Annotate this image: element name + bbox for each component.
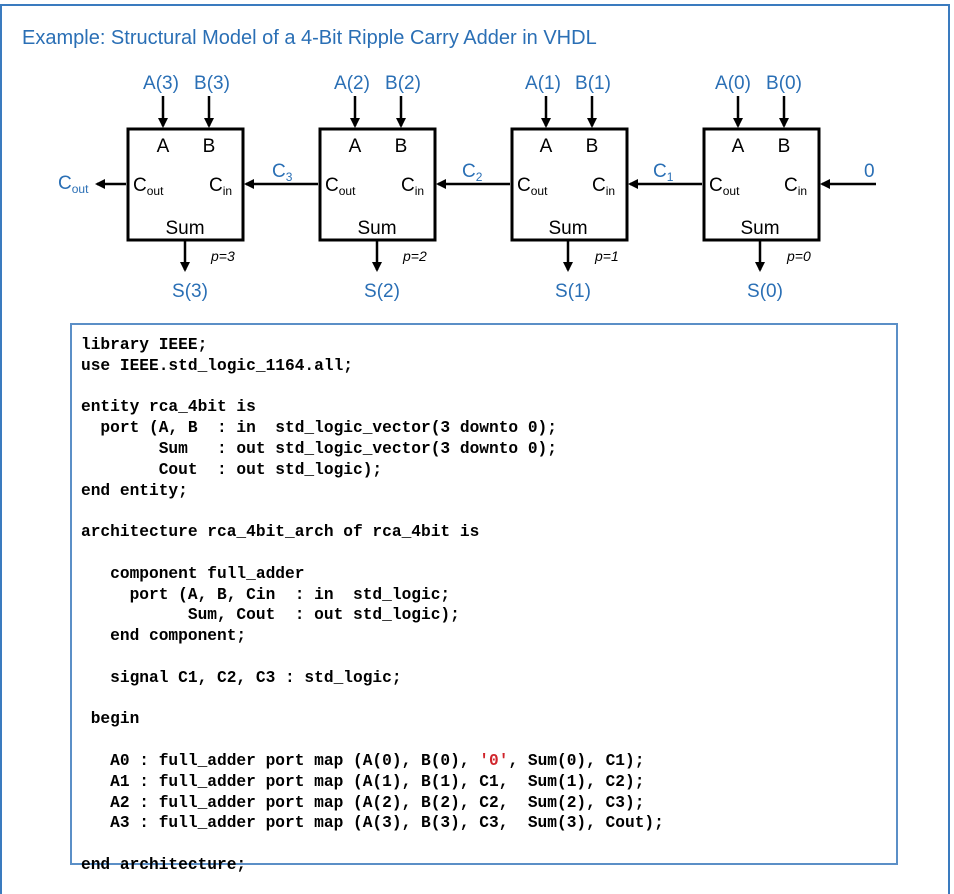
carry-label-cin0: 0 <box>864 161 875 182</box>
full-adder-1 <box>510 127 629 242</box>
port-b-1: B <box>586 136 599 157</box>
full-adder-2 <box>318 127 437 242</box>
carry-label-cout: Cout <box>58 173 89 196</box>
input-label-b2: B(2) <box>385 73 421 94</box>
p-label-2: p=2 <box>402 248 427 264</box>
figure-frame <box>0 4 950 894</box>
code-line <box>81 543 664 564</box>
code-line: end entity; <box>81 481 188 500</box>
port-a-0: A <box>732 136 745 157</box>
code-line <box>81 834 664 855</box>
code-line: end component; <box>81 627 247 646</box>
code-line <box>81 730 664 751</box>
code-line: signal C1, C2, C3 : std_logic; <box>81 668 402 687</box>
output-label-s3: S(3) <box>172 281 208 302</box>
output-label-s2: S(2) <box>364 281 400 302</box>
port-b-3: B <box>203 136 216 157</box>
port-sum-0: Sum <box>740 218 779 239</box>
port-b-0: B <box>778 136 791 157</box>
p-label-0: p=0 <box>786 248 811 264</box>
code-line: begin <box>81 710 140 729</box>
port-cin-3: Cin <box>209 175 232 198</box>
code-line: A3 : full_adder port map (A(3), B(3), C3… <box>81 814 664 833</box>
input-label-b3: B(3) <box>194 73 230 94</box>
full-adder-0 <box>702 127 821 242</box>
p-label-3: p=3 <box>210 248 235 264</box>
input-label-a1: A(1) <box>525 73 561 94</box>
sum-output-arrows <box>180 241 765 272</box>
code-line <box>81 647 664 668</box>
code-line <box>81 501 664 522</box>
port-cin-2: Cin <box>401 175 424 198</box>
p-label-1: p=1 <box>594 248 619 264</box>
input-label-a0: A(0) <box>715 73 751 94</box>
figure-title: Example: Structural Model of a 4-Bit Rip… <box>22 27 597 49</box>
code-line: end architecture; <box>81 855 247 874</box>
port-b-2: B <box>395 136 408 157</box>
output-label-s1: S(1) <box>555 281 591 302</box>
input-arrows <box>158 96 789 128</box>
code-line: A1 : full_adder port map (A(1), B(1), C1… <box>81 772 645 791</box>
code-line: Sum, Cout : out std_logic); <box>81 606 460 625</box>
port-cout-2: Cout <box>325 175 356 198</box>
port-sum-3: Sum <box>165 218 204 239</box>
port-cin-1: Cin <box>592 175 615 198</box>
code-line: architecture rca_4bit_arch of rca_4bit i… <box>81 523 480 542</box>
code-literal-zero: '0' <box>479 751 509 770</box>
port-a-2: A <box>349 136 362 157</box>
port-a-3: A <box>157 136 170 157</box>
port-cin-0: Cin <box>784 175 807 198</box>
code-line: Sum : out std_logic_vector(3 downto 0); <box>81 439 557 458</box>
port-cout-0: Cout <box>709 175 740 198</box>
code-line: library IEEE; <box>81 336 208 354</box>
code-line: use IEEE.std_logic_1164.all; <box>81 356 353 375</box>
input-label-a2: A(2) <box>334 73 370 94</box>
carry-label-c2: C2 <box>462 161 483 184</box>
ripple-carry-adder-diagram: A(3) B(3) A(2) B(2) A(1) B(1) A(0) B(0) … <box>58 73 876 302</box>
vhdl-code-box: library IEEE; use IEEE.std_logic_1164.all… <box>70 323 898 874</box>
code-line: entity rca_4bit is <box>81 398 256 417</box>
input-label-a3: A(3) <box>143 73 179 94</box>
carry-label-c1: C1 <box>653 161 674 184</box>
port-sum-1: Sum <box>548 218 587 239</box>
code-line: A2 : full_adder port map (A(2), B(2), C2… <box>81 793 645 812</box>
input-label-b1: B(1) <box>575 73 611 94</box>
port-cout-1: Cout <box>517 175 548 198</box>
code-line <box>81 689 664 710</box>
input-label-b0: B(0) <box>766 73 802 94</box>
carry-label-c3: C3 <box>272 161 293 184</box>
code-line: component full_adder <box>81 564 305 583</box>
port-cout-3: Cout <box>133 175 164 198</box>
code-line: port (A, B : in std_logic_vector(3 downt… <box>81 419 557 438</box>
code-line: port (A, B, Cin : in std_logic; <box>81 585 451 604</box>
vhdl-code: library IEEE; use IEEE.std_logic_1164.all… <box>81 335 664 876</box>
code-line: Cout : out std_logic); <box>81 460 383 479</box>
output-label-s0: S(0) <box>747 281 783 302</box>
port-a-1: A <box>540 136 553 157</box>
code-line: A0 : full_adder port map (A(0), B(0), '0… <box>81 751 645 770</box>
full-adder-3 <box>126 127 245 242</box>
port-sum-2: Sum <box>357 218 396 239</box>
code-line <box>81 377 664 398</box>
